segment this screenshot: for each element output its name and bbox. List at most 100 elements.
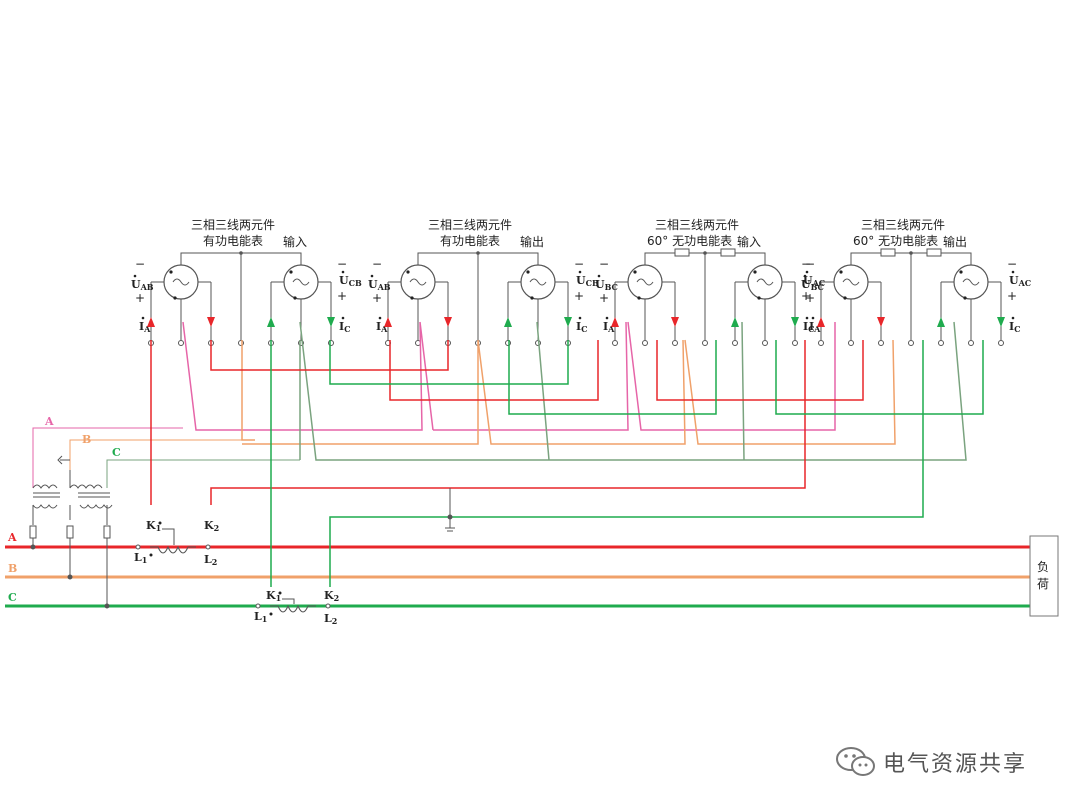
watermark-text: 电气资源共享 <box>883 752 1028 777</box>
wechat-icon <box>836 747 875 776</box>
meter-4-arrow-ic <box>937 317 945 327</box>
meter-1-u-left: UAB <box>131 278 154 292</box>
meter-1-minus-right: − <box>337 257 347 271</box>
meter-3-terminal-1 <box>612 340 618 346</box>
meter-2-coil-2-pol-2 <box>530 296 534 300</box>
meter-2-u-right-dot <box>578 270 582 274</box>
meter-3-title-2: 60° 无功电能表 <box>647 234 732 248</box>
ct2-l2-term <box>325 603 331 609</box>
meter-4-terminal-7 <box>998 340 1004 346</box>
meter-1-node <box>239 251 243 255</box>
meter-1-arrow-ia-out <box>207 317 215 327</box>
ct2-k-lead <box>282 598 295 604</box>
meter-2-coil-1-pol-2 <box>410 296 414 300</box>
meter-3-coil-1-pol-1 <box>633 270 637 274</box>
meter-2-title-1: 三相三线两元件 <box>428 218 512 232</box>
meter-4-i-right: IC <box>1009 320 1021 334</box>
vt-label-b: B <box>82 433 91 446</box>
meter-1-coil-1-legs <box>150 282 212 340</box>
meter-2-i-right-dot <box>578 316 582 320</box>
meter-1-plus-right: + <box>337 289 347 303</box>
meter-3-i-right-dot <box>805 316 809 320</box>
meter-1-tag: 输入 <box>283 234 307 249</box>
meter-2-i-right: IC <box>576 320 588 334</box>
meter-4-resistor-1 <box>880 248 896 257</box>
meter-4-plus-left: + <box>805 291 815 305</box>
meter-4-terminal-4 <box>908 340 914 346</box>
meter-3-terminal-6 <box>762 340 768 346</box>
meter-3-i-left: IA <box>603 320 615 334</box>
meter-3-coil-2-pol-2 <box>757 296 761 300</box>
meter-3-arrow-ia-out <box>671 317 679 327</box>
meter-3-terminal-3 <box>672 340 678 346</box>
ct1-l1: L1 <box>134 551 147 565</box>
ct2-l-dot <box>269 612 273 616</box>
meter-3-resistor-1 <box>674 248 690 257</box>
ct2-l1-term <box>255 603 261 609</box>
meter-1-arrow-ic <box>267 317 275 327</box>
meter-2-coil-1-pol-1 <box>406 270 410 274</box>
meter-2-arrow-ia-out <box>444 317 452 327</box>
ct1-k-dot <box>158 521 162 525</box>
meter-1-coil-1-symbol <box>172 278 190 286</box>
meter-3-resistor-2 <box>720 248 736 257</box>
meter-3-coil-1-pol-2 <box>637 296 641 300</box>
ct1-coil <box>150 545 196 554</box>
ground-symbol <box>445 488 455 532</box>
meter-3-coil-1-legs <box>614 282 676 340</box>
meter-4-tag: 输出 <box>943 234 967 249</box>
meter-4-node <box>909 251 913 255</box>
meter-3-u-right-dot <box>805 270 809 274</box>
meter-4-u-left: UBC <box>801 278 824 292</box>
meter-4-coil-2-legs <box>940 282 1002 340</box>
ct1-l2-term <box>205 544 211 550</box>
meter-3-terminal-5 <box>732 340 738 346</box>
meter-4-coil-1-symbol <box>842 278 860 286</box>
meter-2-plus-left: + <box>372 291 382 305</box>
bus-label-a: A <box>7 531 17 544</box>
meter-1-u-left-dot <box>133 274 137 278</box>
meter-2-i-left-dot <box>378 316 382 320</box>
meter-3-minus-right: − <box>801 257 811 271</box>
meter-4-terminal-3 <box>878 340 884 346</box>
meter-1-arrow-ia <box>147 317 155 327</box>
meter-1-plus-left: + <box>135 291 145 305</box>
meter-2-u-right: UCB <box>576 274 599 288</box>
bus-label-c: C <box>8 591 17 604</box>
meter-4-minus-right: − <box>1007 257 1017 271</box>
meter-1-coil-1-pol-2 <box>173 296 177 300</box>
ct1-l1-term <box>135 544 141 550</box>
meter-1-i-left: IA <box>139 320 151 334</box>
meter-1-title-2: 有功电能表 <box>203 234 263 248</box>
meter-1-coil-2-pol-1 <box>289 270 293 274</box>
voltage-transformer <box>29 427 300 609</box>
ct2-k-dot <box>278 591 282 595</box>
meter-4-resistor-2 <box>926 248 942 257</box>
ct2-l1: L1 <box>254 610 267 624</box>
meter-2-coil-1-legs <box>387 282 449 340</box>
meter-4-coil-1-pol-1 <box>839 270 843 274</box>
meter-3-plus-right: + <box>801 289 811 303</box>
meter-3-i-right: IC <box>803 320 815 334</box>
meter-4-i-left: IA <box>809 320 821 334</box>
meter-2-node <box>476 251 480 255</box>
meter-3-arrow-ia <box>611 317 619 327</box>
meter-4-i-right-dot <box>1011 316 1015 320</box>
meter-4-terminal-5 <box>938 340 944 346</box>
meter-3-terminal-7 <box>792 340 798 346</box>
meter-1-i-left-dot <box>141 316 145 320</box>
meter-1-terminal-2 <box>178 340 184 346</box>
meter-1-u-right: UCB <box>339 274 362 288</box>
ct2-k1: K1 <box>266 589 281 603</box>
meter-2-coil-2-pol-1 <box>526 270 530 274</box>
meter-3-tag: 输入 <box>737 234 761 249</box>
meter-4-terminal-1 <box>818 340 824 346</box>
meter-1-i-right-dot <box>341 316 345 320</box>
meter-2-u-left: UAB <box>368 278 391 292</box>
meter-4-arrow-ia <box>817 317 825 327</box>
meter-1-title-1: 三相三线两元件 <box>191 218 275 232</box>
